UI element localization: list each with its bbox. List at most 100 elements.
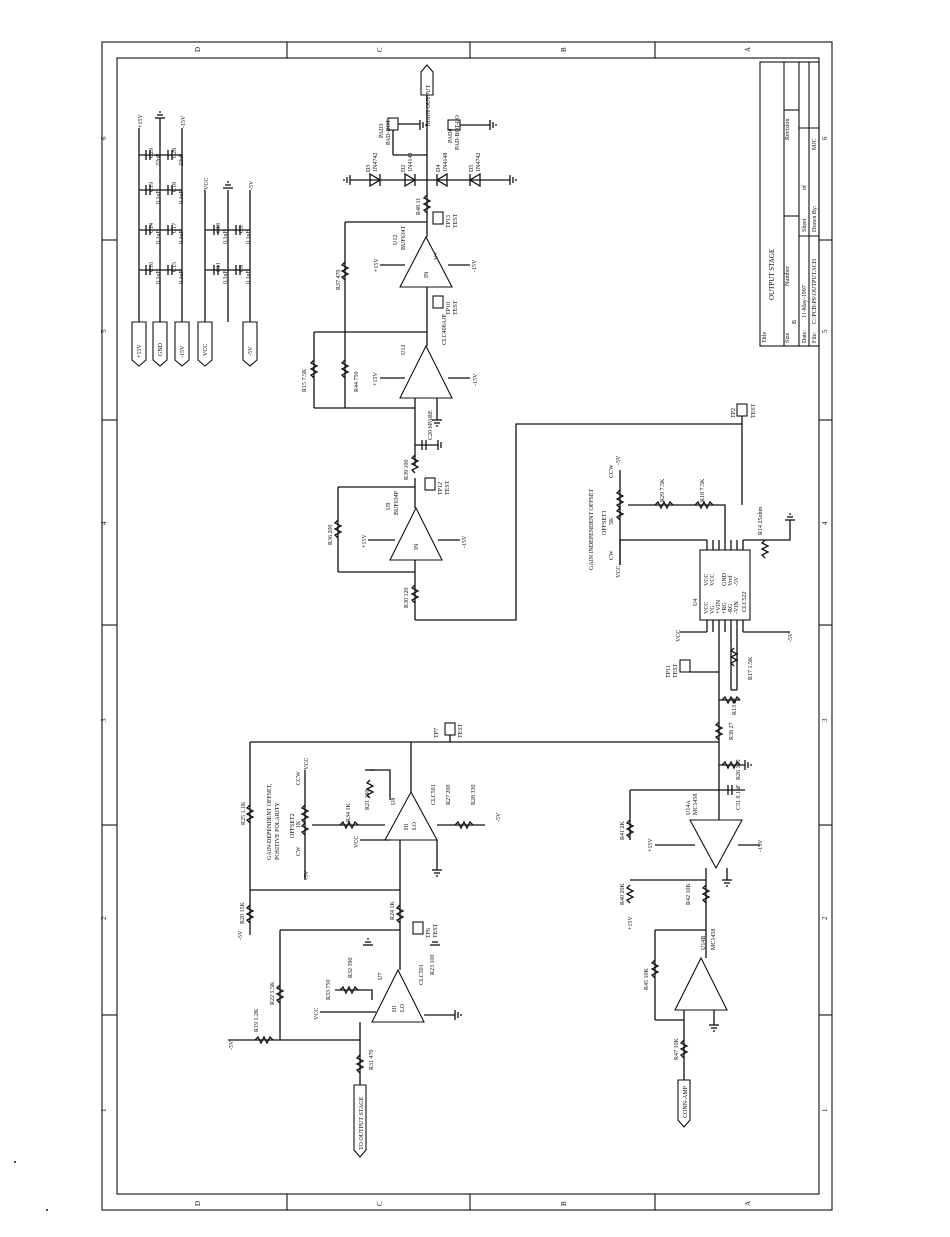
port-vcc: VCC	[203, 344, 209, 356]
u12-buf-part: BUF634T	[401, 225, 407, 250]
zone-letter-bottom-a: A	[744, 1201, 752, 1206]
u9-ref: U9	[386, 503, 392, 510]
resistor-r21: R21 100	[365, 789, 371, 810]
resistor-r31: R31 470	[369, 1049, 375, 1070]
pad3-name: PAD-BOT	[386, 119, 392, 145]
zone-letter-bottom-c: C	[376, 1201, 384, 1206]
u14b-ref: U14B	[701, 936, 707, 950]
resistor-r26: R26 100	[736, 759, 742, 780]
offset2-cw: CW	[296, 846, 302, 856]
resistor-r47: R47 10K	[674, 1037, 680, 1060]
cap-c28-ref: C28	[172, 148, 178, 158]
diode-d5-ref: D5	[469, 165, 475, 172]
resistor-r13: R13 22	[732, 697, 738, 715]
u14a-m15: -15V	[758, 839, 764, 852]
diode-d5-part: 1N4742	[476, 153, 482, 172]
tp12-name: TEST	[445, 480, 451, 495]
inner-frame	[116, 57, 820, 1195]
cap-c14-ref: C14	[149, 223, 155, 233]
zone-number-left-5: 5	[100, 329, 108, 333]
resistor-r30: R30 120	[404, 587, 410, 608]
main-output-section: D3 1N4742 D2 1N4148 D4 1N4148 D5 1N4742 …	[343, 64, 517, 215]
cap-c8-ref: C8	[239, 265, 245, 272]
u7-ref: U7	[378, 973, 384, 980]
cap-c15-ref: C15	[172, 262, 178, 272]
drawn-by-label: Drawn By:	[812, 205, 818, 232]
diode-d2-ref: D2	[401, 165, 407, 172]
u14a-r40-p15: +15V	[628, 916, 634, 930]
resistor-r27: R27 200	[446, 784, 452, 805]
zone-letter-top-b: B	[560, 47, 568, 52]
u4-pin-l4: -RG	[728, 603, 734, 614]
file-label: File:	[812, 332, 818, 343]
offset1-val: 5K	[609, 517, 615, 525]
offset2-val: 1K	[296, 820, 302, 828]
u9-m15: -15V	[462, 535, 468, 548]
offset2-ref: OFFSET2	[290, 813, 296, 838]
port-m5: -5V	[248, 346, 254, 356]
zone-number-right-5: 5	[821, 329, 829, 333]
u4-pin-r5: -5V	[734, 576, 740, 586]
u14a-p15: +15V	[648, 838, 654, 852]
cap-c28-val: 22uF	[179, 153, 185, 166]
port-m15: -15V	[180, 345, 186, 358]
diode-d3-ref: D3	[366, 165, 372, 172]
pad3-ref: PAD3	[379, 124, 385, 138]
u14a-ref: U14A	[686, 800, 692, 815]
u9-part: BUF634P	[394, 490, 400, 515]
u4-pin-r4: Vref	[727, 575, 734, 586]
title-label: Title	[762, 332, 768, 343]
u12-output-buffer: R37 470 U12 BUF634T IN V+ +15V -15V TP13…	[336, 211, 478, 332]
tp12-ref: TP12	[438, 482, 444, 495]
outer-frame	[101, 41, 833, 1211]
u9-buffer: R36 200 U9 BUF634P IN +15V -15V TP12 TES…	[328, 403, 757, 621]
offset1-vcc: VCC	[616, 566, 622, 578]
offset2-caption-1: GAIN-DEPENDENT OFFSET,	[267, 783, 273, 860]
u4-pin-r0: VCC	[704, 574, 710, 586]
zone-number-right-1: 1	[821, 1108, 829, 1112]
u4-m5-bottom: -5V	[788, 632, 794, 642]
offset1-ref: OFFSET1	[602, 510, 608, 535]
diode-d4-ref: D4	[436, 165, 442, 172]
offset2-caption-2: POSITIVE POLARITY	[275, 802, 281, 860]
u4-pin-l5: -VIN	[734, 601, 740, 614]
drawn-by-value: MJC	[812, 138, 818, 150]
resistor-r15: R15 7.5K	[302, 368, 308, 392]
zone-number-left-4: 4	[100, 521, 108, 525]
resistor-r33: R33 750	[326, 979, 332, 1000]
bypass-capacitor-bank: C29 22uF C19 0.1uF C14 0.1uF C16 0.1uF C…	[131, 111, 258, 367]
port-main-output: MAIN OUTPUT	[426, 85, 432, 127]
pad4-ref: PAD4	[448, 129, 454, 143]
zone-letter-bottom-d: D	[194, 1201, 202, 1206]
port-conn-amp: CONN-AMP	[683, 1085, 689, 1118]
u4-part: CLC522	[742, 591, 748, 612]
cap-c11-val: 0.1uF	[223, 270, 229, 285]
tp7-name: TEST	[458, 723, 464, 738]
zone-letter-top-a: A	[744, 47, 752, 52]
zone-number-right-3: 3	[821, 718, 829, 722]
cap-c8-val: 0.1uF	[246, 270, 252, 285]
rail-m5-top: -5V	[249, 180, 255, 190]
tp6-name: TEST	[433, 923, 439, 938]
u8-vcc: VCC	[354, 836, 360, 848]
u14a-opamp: R41 2K R26 100 C31 0.1uF U14A MC1458 +15…	[620, 740, 764, 930]
offset1-ccw: CCW	[609, 464, 615, 478]
u7-part: CLC501	[419, 964, 425, 985]
u4-pin-l1: VG	[710, 605, 716, 614]
cap-c17-ref: C17	[172, 223, 178, 233]
tp6-ref: TP6	[426, 928, 432, 938]
u14b-part: MC1458	[711, 929, 717, 950]
zone-number-right-6: 6	[821, 136, 829, 140]
resistor-r48: R48 11	[416, 198, 422, 215]
stray-mark-1	[14, 1161, 16, 1163]
resistor-r44: R44 750	[354, 371, 360, 392]
port-p15: +15V	[137, 344, 143, 358]
resistor-r29: R29 7.5K	[660, 478, 666, 502]
u8-part: CLC501	[431, 784, 437, 805]
resistor-r28: R28 330	[471, 784, 477, 805]
number-label: Number	[785, 266, 791, 286]
tp13-ref: TP13	[446, 215, 452, 228]
port-gnd: GND	[158, 342, 164, 356]
cap-c3-ref: C3	[239, 226, 245, 233]
